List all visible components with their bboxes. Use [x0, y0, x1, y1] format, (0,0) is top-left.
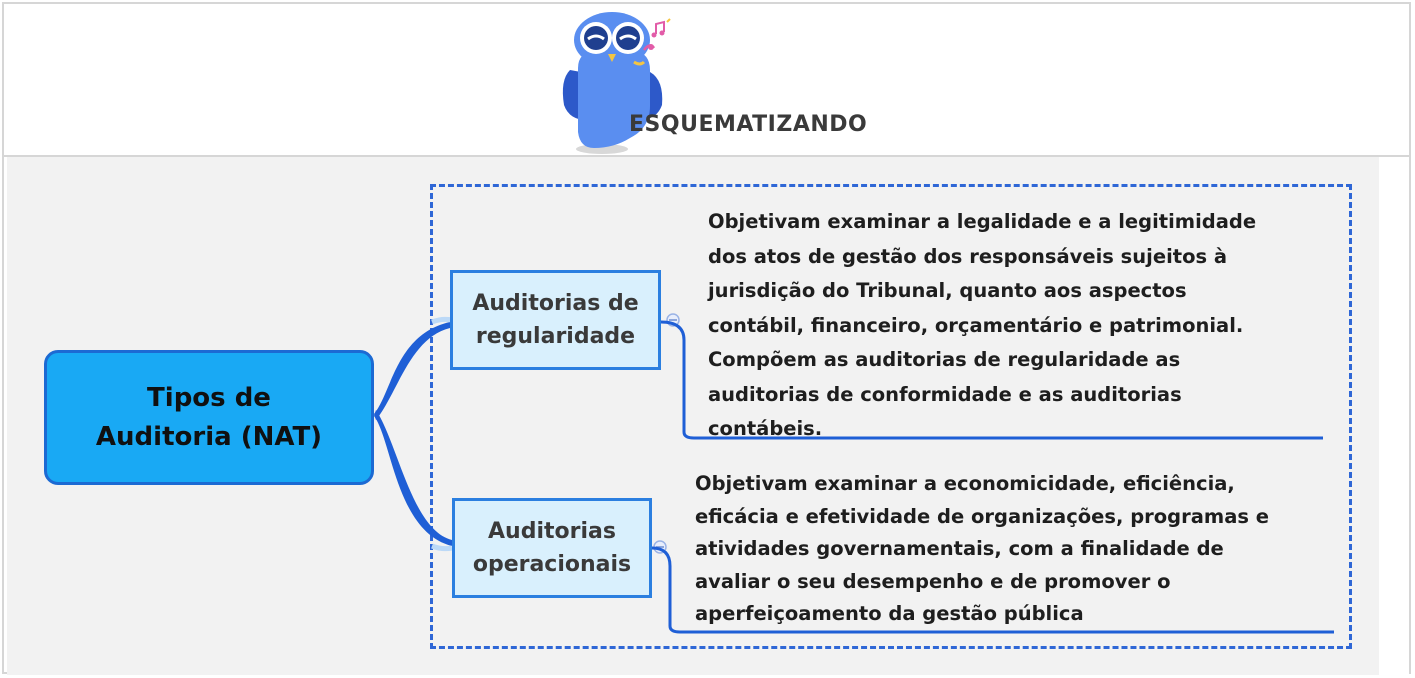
- logo-text: ESQUEMATIZANDO: [629, 112, 868, 137]
- branch-node-label: Auditorias operacionais: [472, 519, 632, 577]
- branch-node-label: Auditorias de regularidade: [472, 291, 639, 349]
- branch-node-operacionais[interactable]: Auditorias operacionais: [452, 498, 652, 598]
- branches-group-box: [430, 184, 1352, 649]
- operacionais-description: Objetivam examinar a economicidade, efic…: [695, 472, 1269, 625]
- logo: [552, 10, 872, 158]
- root-node-label: Tipos de Auditoria (NAT): [95, 382, 323, 452]
- root-to-operacionais-connector: [374, 410, 452, 546]
- canvas-margin: [1379, 157, 1409, 675]
- header-divider: [2, 155, 1411, 157]
- regularidade-description: Objetivam examinar a legalidade e a legi…: [708, 210, 1257, 440]
- operacionais-description-connector: [651, 546, 1334, 634]
- root-node[interactable]: Tipos de Auditoria (NAT): [44, 350, 374, 485]
- branch-node-regularidade[interactable]: Auditorias de regularidade: [450, 270, 661, 370]
- root-to-regularidade-connector: [374, 322, 450, 420]
- owl-icon: [562, 12, 671, 154]
- regularidade-description-connector: [660, 320, 1323, 440]
